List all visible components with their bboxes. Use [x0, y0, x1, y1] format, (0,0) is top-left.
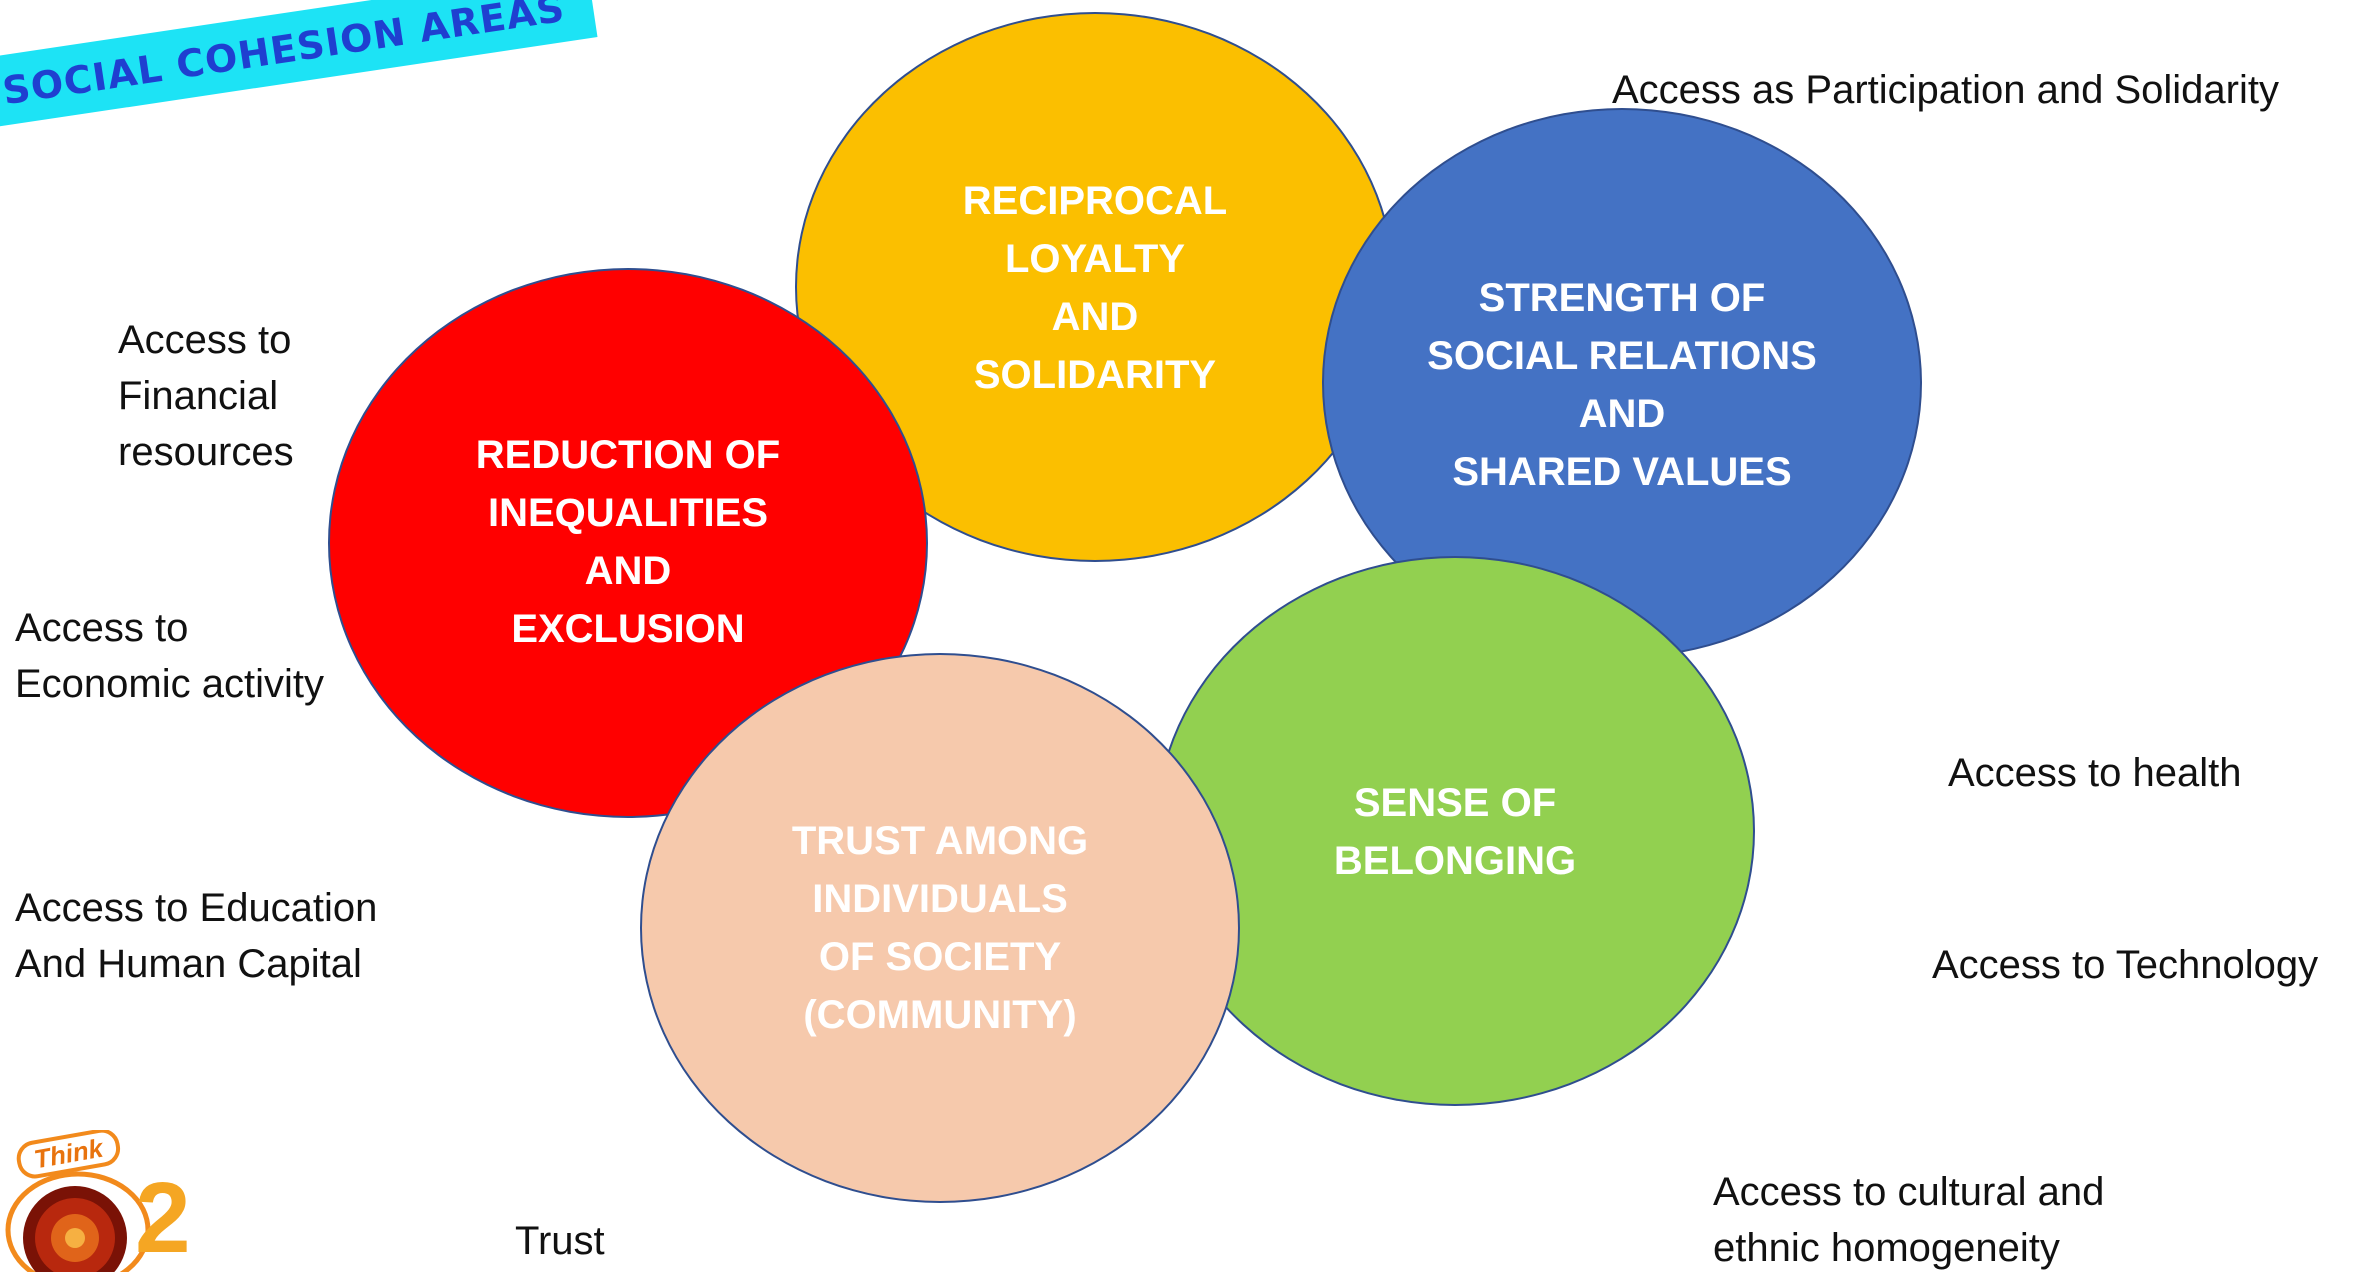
label-line: SHARED VALUES — [1452, 450, 1792, 494]
label-trust-community: TRUST AMONG INDIVIDUALS OF SOCIETY (COMM… — [690, 812, 1190, 1044]
label-reduction-inequalities: REDUCTION OF INEQUALITIES AND EXCLUSION — [378, 426, 878, 658]
note-line: Economic activity — [15, 662, 324, 706]
label-line: AND — [584, 549, 672, 593]
label-line: TRUST AMONG — [791, 819, 1089, 863]
think2-logo: Think 2 — [0, 1130, 200, 1272]
label-line: LOYALTY — [1004, 237, 1186, 281]
label-sense-of-belonging: SENSE OF BELONGING — [1255, 774, 1655, 890]
label-line: (COMMUNITY) — [803, 993, 1077, 1037]
note-cultural-homogeneity: Access to cultural and ethnic homogeneit… — [1713, 1164, 2104, 1276]
label-line: SENSE OF — [1353, 781, 1557, 825]
note-technology: Access to Technology — [1932, 937, 2318, 993]
note-line: Access to cultural and — [1713, 1170, 2105, 1214]
label-line: OF SOCIETY — [818, 935, 1062, 979]
label-line: INDIVIDUALS — [812, 877, 1068, 921]
note-line: Access to — [15, 606, 189, 650]
label-line: BELONGING — [1333, 839, 1577, 883]
note-line: Access to — [118, 318, 292, 362]
diagram-title: SOCIAL COHESION AREAS — [0, 0, 568, 114]
label-line: REDUCTION OF — [475, 433, 781, 477]
label-line: SOLIDARITY — [973, 353, 1217, 397]
label-line: STRENGTH OF — [1478, 276, 1766, 320]
label-line: INEQUALITIES — [487, 491, 769, 535]
note-line: Access to Education — [15, 886, 378, 930]
note-trust: Trust — [515, 1213, 605, 1269]
label-line: SOCIAL RELATIONS — [1427, 334, 1817, 378]
label-line: RECIPROCAL — [962, 179, 1228, 223]
label-reciprocal-loyalty: RECIPROCAL LOYALTY AND SOLIDARITY — [895, 172, 1295, 404]
note-financial-resources: Access to Financial resources — [118, 312, 294, 480]
note-health: Access to health — [1948, 745, 2242, 801]
title-banner: SOCIAL COHESION AREAS — [0, 0, 598, 130]
circle-trust-community — [640, 653, 1240, 1203]
note-line: Trust — [515, 1219, 605, 1263]
note-line: resources — [118, 430, 294, 474]
note-line: Financial — [118, 374, 279, 418]
note-line: ethnic homogeneity — [1713, 1226, 2060, 1270]
label-strength-social-relations: STRENGTH OF SOCIAL RELATIONS AND SHARED … — [1372, 269, 1872, 501]
label-line: AND — [1578, 392, 1666, 436]
note-participation-solidarity: Access as Participation and Solidarity — [1612, 62, 2279, 118]
logo-graphic: Think 2 — [5, 1130, 191, 1272]
note-economic-activity: Access to Economic activity — [15, 600, 324, 712]
note-line: Access as Participation and Solidarity — [1612, 68, 2279, 112]
label-line: AND — [1051, 295, 1139, 339]
logo-number: 2 — [135, 1162, 191, 1272]
label-line: EXCLUSION — [511, 607, 745, 651]
note-education-human-capital: Access to Education And Human Capital — [15, 880, 377, 992]
note-line: And Human Capital — [15, 942, 362, 986]
circle-sense-of-belonging — [1155, 556, 1755, 1106]
note-line: Access to Technology — [1932, 943, 2319, 987]
note-line: Access to health — [1948, 751, 2242, 795]
